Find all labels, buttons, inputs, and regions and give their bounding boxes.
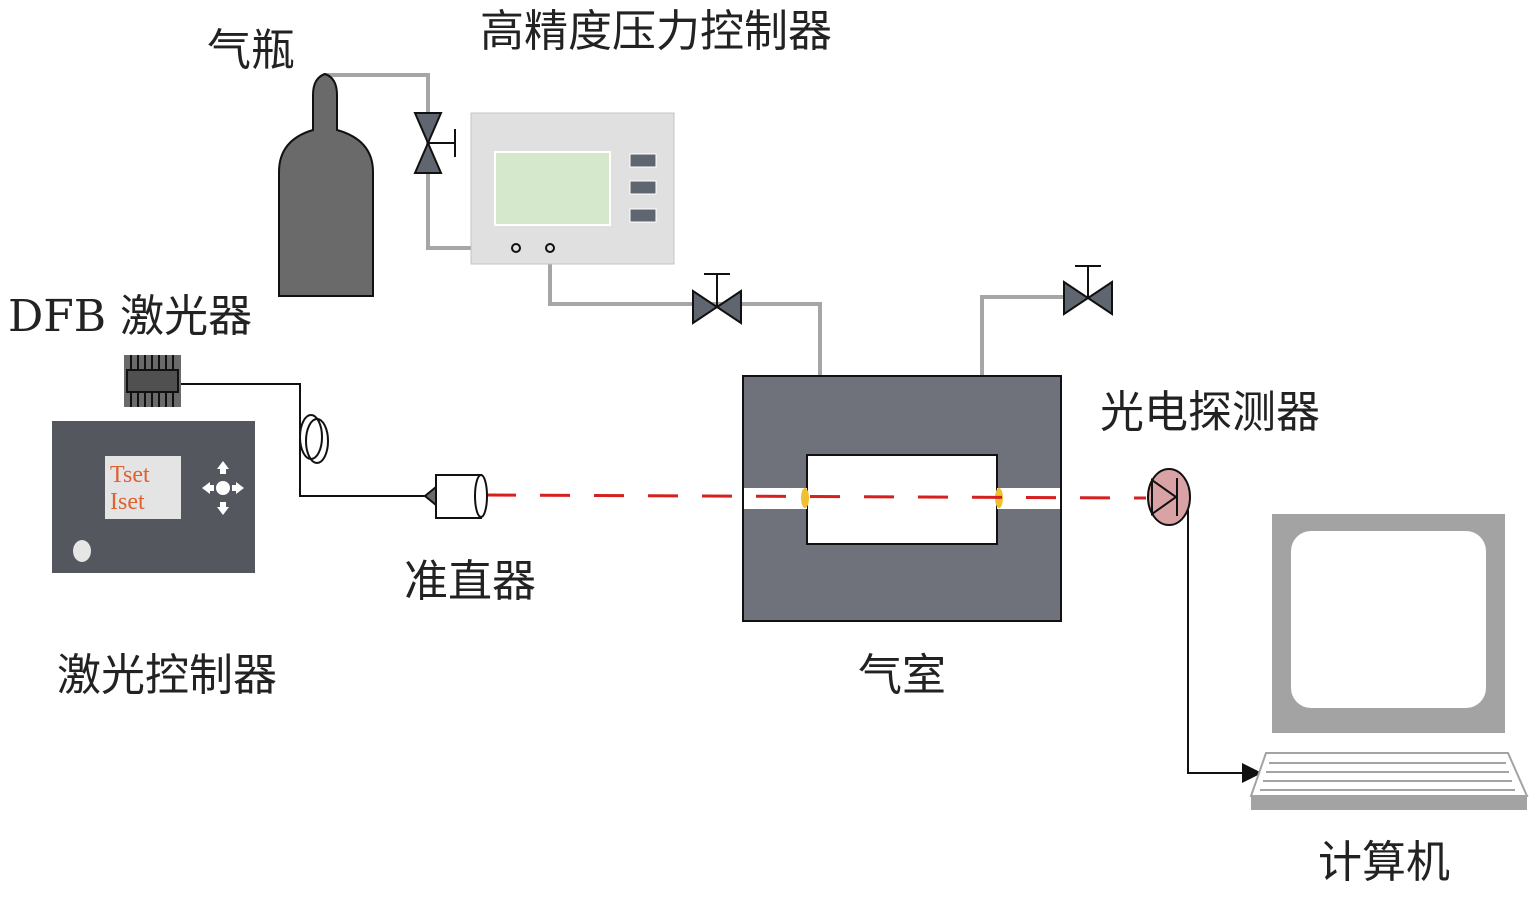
laser-controller-display: [105, 456, 181, 519]
gas-cell: [742, 375, 1062, 622]
controller-screen: [494, 151, 611, 226]
controller-button-2: [629, 180, 657, 195]
left-window-lens: [801, 488, 809, 508]
left-beam-channel: [744, 488, 807, 509]
iset-label: Iset: [110, 489, 145, 515]
power-button: [73, 540, 91, 562]
valve-3-icon: [1063, 265, 1113, 316]
gas-cylinder: [278, 72, 374, 297]
direction-pad-icon: [202, 461, 244, 515]
laser-controller-label: 激光控制器: [57, 650, 277, 701]
collimator: [423, 474, 488, 519]
pressure-controller-label: 高精度压力控制器: [480, 6, 832, 57]
photodetector-icon: [1147, 468, 1191, 526]
gas-cell-chamber: [806, 454, 998, 545]
valve-2-icon: [692, 273, 742, 325]
photodetector-label: 光电探测器: [1100, 387, 1320, 438]
valve-1-icon: [413, 112, 456, 174]
signal-cable: [1187, 510, 1262, 783]
controller-outlet-port: [545, 243, 555, 253]
computer-label: 计算机: [1318, 837, 1450, 888]
computer: [1249, 514, 1529, 810]
arrow-head-icon: [1242, 763, 1262, 783]
laser-beam: [485, 493, 1147, 500]
collimator-label: 准直器: [404, 556, 536, 607]
tset-label: Tset: [110, 462, 150, 488]
optical-fiber: [181, 383, 430, 497]
dfb-laser-label: DFB 激光器: [8, 291, 252, 342]
gas-cell-label: 气室: [858, 650, 946, 701]
gas-cylinder-label: 气瓶: [207, 25, 295, 76]
pressure-controller: [470, 112, 675, 265]
controller-inlet-port: [511, 243, 521, 253]
computer-screen: [1291, 531, 1486, 708]
dfb-laser-chip: [124, 355, 181, 407]
controller-button-1: [629, 153, 657, 168]
controller-button-3: [629, 208, 657, 223]
laser-controller: Tset Iset: [52, 421, 255, 573]
